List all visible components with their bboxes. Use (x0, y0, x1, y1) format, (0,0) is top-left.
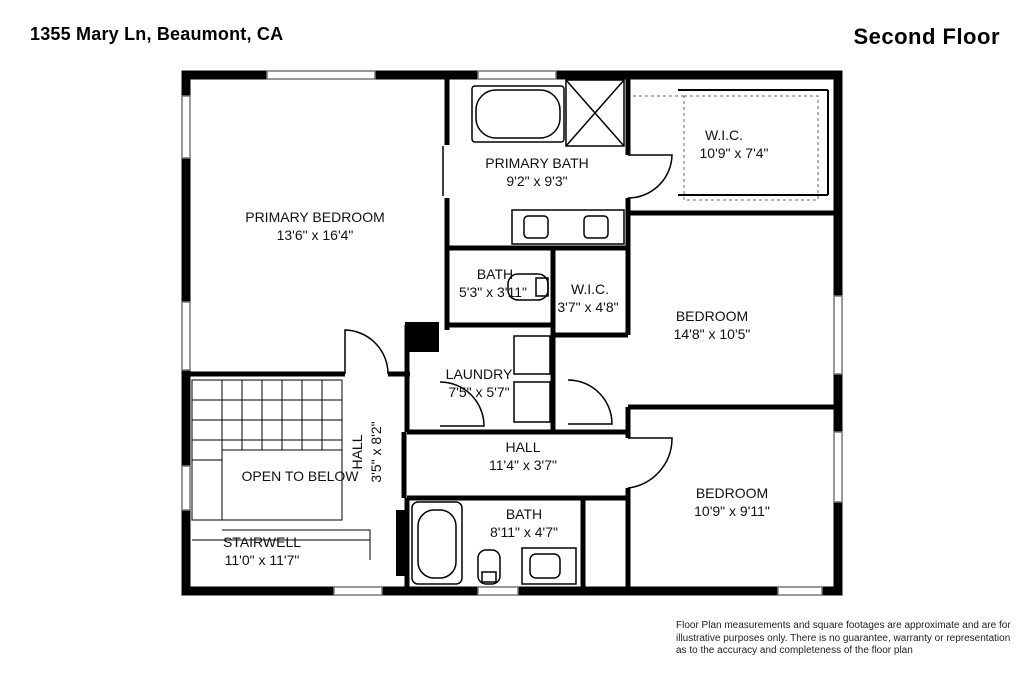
laundry-dims: 7'5" x 5'7" (448, 384, 509, 400)
bedroom-lower-dims: 10'9" x 9'11" (694, 503, 770, 519)
wic-frame (678, 89, 829, 196)
primary-bath-fixtures (471, 79, 625, 245)
disclaimer-line-2: illustrative purposes only. There is no … (676, 632, 1011, 644)
wic-primary-dims: 10'9" x 7'4" (700, 145, 769, 161)
room-labels: PRIMARY BEDROOM 13'6" x 16'4" PRIMARY BA… (223, 127, 770, 568)
lower-bath-fixtures (411, 501, 577, 585)
primary-bath-name: PRIMARY BATH (485, 155, 588, 171)
floor-title: Second Floor (853, 24, 1000, 49)
bath-lower-name: BATH (506, 506, 542, 522)
hall-horizontal-dims: 11'4" x 3'7" (489, 457, 557, 473)
stairwell-dims: 11'0" x 11'7" (225, 552, 300, 568)
bedroom-lower-name: BEDROOM (696, 485, 768, 501)
open-to-below-label: OPEN TO BELOW (242, 468, 360, 484)
address-title: 1355 Mary Ln, Beaumont, CA (30, 24, 284, 44)
primary-bedroom-name: PRIMARY BEDROOM (245, 209, 385, 225)
disclaimer-line-1: Floor Plan measurements and square foota… (676, 620, 1011, 631)
bath-lower-dims: 8'11" x 4'7" (490, 524, 558, 540)
bath-small-name: BATH (477, 266, 513, 282)
disclaimer-line-3: as to the accuracy and completeness of t… (676, 645, 913, 656)
wic-small-name: W.I.C. (571, 281, 609, 297)
wic-shelves (633, 95, 819, 201)
primary-bath-dims: 9'2" x 9'3" (506, 173, 567, 189)
laundry-fixtures (513, 335, 551, 423)
bedroom-upper-dims: 14'8" x 10'5" (674, 326, 751, 342)
stairs (191, 379, 371, 560)
windows (181, 70, 843, 596)
hall-vertical-name: HALL (349, 434, 365, 469)
stairwell-name: STAIRWELL (223, 534, 301, 550)
laundry-name: LAUNDRY (446, 366, 513, 382)
small-bath-fixtures (507, 273, 549, 301)
doors (344, 146, 673, 489)
primary-bedroom-dims: 13'6" x 16'4" (277, 227, 354, 243)
disclaimer: Floor Plan measurements and square foota… (676, 620, 1016, 658)
bath-small-dims: 5'3" x 3'11" (459, 284, 527, 300)
bedroom-upper-name: BEDROOM (676, 308, 748, 324)
wic-primary-name: W.I.C. (705, 127, 743, 143)
hall-vertical-dims: 3'5" x 8'2" (368, 421, 384, 482)
thick-blocks (396, 322, 439, 576)
hall-horizontal-name: HALL (505, 439, 540, 455)
interior-walls (186, 75, 838, 591)
wic-small-dims: 3'7" x 4'8" (557, 299, 618, 315)
